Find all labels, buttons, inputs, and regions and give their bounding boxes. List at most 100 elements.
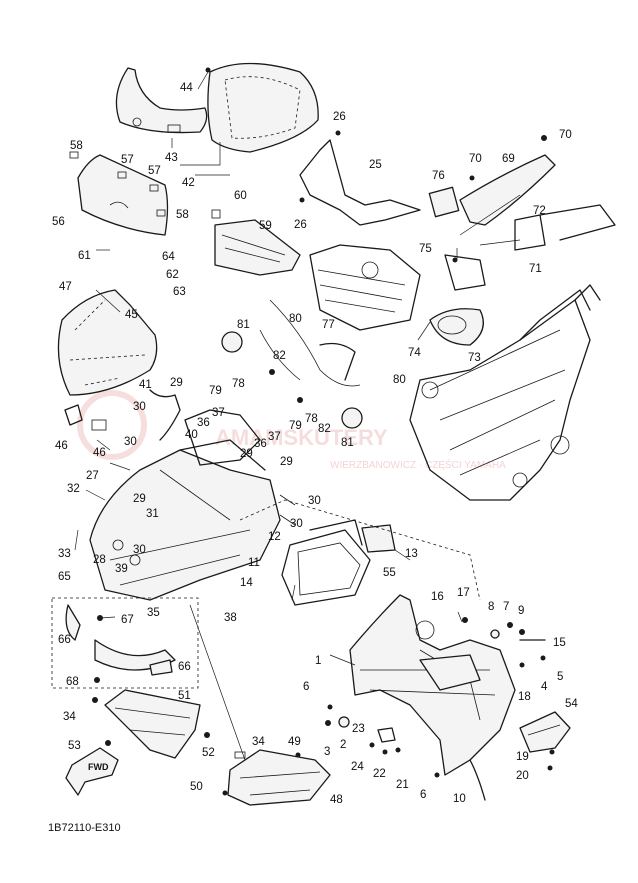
callout-80b: 80: [393, 374, 406, 386]
callout-34b: 34: [252, 736, 265, 748]
callout-76: 76: [432, 170, 445, 182]
callout-57b: 57: [148, 165, 161, 177]
callout-29c: 29: [280, 456, 293, 468]
side-part-box: [51, 597, 199, 689]
callout-46a: 46: [55, 440, 68, 452]
callout-65: 65: [58, 571, 71, 583]
callout-31: 31: [146, 508, 159, 520]
grommet-group: [221, 331, 363, 429]
fasteners-group: [325, 617, 546, 778]
callout-63: 63: [173, 286, 186, 298]
callout-62: 62: [166, 269, 179, 281]
callout-23: 23: [352, 723, 365, 735]
fwd-label: FWD: [88, 762, 109, 772]
callout-14: 14: [240, 577, 253, 589]
callout-25: 25: [369, 159, 382, 171]
diagram-code: 1B72110-E310: [48, 822, 121, 834]
callout-16: 16: [431, 591, 444, 603]
callout-22: 22: [373, 768, 386, 780]
callout-82b: 82: [318, 423, 331, 435]
callout-11: 11: [248, 557, 260, 569]
callout-30a: 30: [133, 401, 146, 413]
callout-8: 8: [488, 601, 494, 613]
callout-54: 54: [565, 698, 578, 710]
callout-78b: 78: [305, 413, 318, 425]
callout-69: 69: [502, 153, 515, 165]
lower-screen-group: [57, 289, 158, 431]
callout-57a: 57: [121, 154, 134, 166]
grip-group: [428, 135, 616, 346]
callout-64: 64: [162, 251, 175, 263]
leader-lines: [74, 174, 521, 666]
callout-13: 13: [405, 548, 418, 560]
callout-73: 73: [468, 352, 481, 364]
callout-3: 3: [324, 746, 330, 758]
callout-58b: 58: [176, 209, 189, 221]
callout-47: 47: [59, 281, 72, 293]
leg-shield-group: [349, 594, 516, 801]
callout-5: 5: [557, 671, 563, 683]
callout-12: 12: [268, 531, 281, 543]
callout-70b: 70: [469, 153, 482, 165]
small-parts-group: [369, 727, 401, 755]
callout-1: 1: [315, 655, 321, 667]
callout-43: 43: [165, 152, 178, 164]
watermark-main: AMAMSKUTERY: [215, 425, 388, 450]
windscreen-group: [115, 62, 319, 166]
callout-50: 50: [190, 781, 203, 793]
callout-60: 60: [234, 190, 247, 202]
callout-18: 18: [518, 691, 531, 703]
callout-36a: 36: [197, 417, 210, 429]
callout-24: 24: [351, 761, 364, 773]
callout-66b: 66: [178, 661, 191, 673]
callout-6b: 6: [420, 789, 426, 801]
callout-15: 15: [553, 637, 566, 649]
meter-frame-group: [309, 244, 421, 331]
callout-17: 17: [457, 587, 470, 599]
callout-9: 9: [518, 605, 524, 617]
callout-66a: 66: [58, 634, 71, 646]
callout-2: 2: [340, 739, 346, 751]
callout-38: 38: [224, 612, 237, 624]
callout-44: 44: [180, 82, 193, 94]
callout-19: 19: [516, 751, 529, 763]
visor-group: [69, 151, 169, 236]
callout-27: 27: [86, 470, 99, 482]
callout-26b: 26: [294, 219, 307, 231]
callout-55: 55: [383, 567, 396, 579]
callout-58a: 58: [70, 140, 83, 152]
callout-51: 51: [178, 690, 191, 702]
callout-81a: 81: [237, 319, 250, 331]
callout-36b: 36: [254, 438, 267, 450]
callout-72: 72: [533, 205, 546, 217]
callout-78a: 78: [232, 378, 245, 390]
callout-81b: 81: [341, 437, 354, 449]
watermark-sub: WIERZBANOWICZ · CZĘŚCI YAMAHA: [330, 458, 506, 471]
fwd-arrow: FWD: [65, 747, 119, 796]
callout-30e: 30: [133, 544, 146, 556]
under-cover-group: [92, 689, 210, 759]
callout-32: 32: [67, 483, 80, 495]
callout-37a: 37: [212, 407, 225, 419]
main-frame-group: [409, 284, 601, 501]
callout-20: 20: [516, 770, 529, 782]
callout-74: 74: [408, 347, 421, 359]
front-cover-group: [89, 439, 296, 601]
callout-30b: 30: [124, 436, 137, 448]
callout-82a: 82: [273, 350, 286, 362]
callout-49: 49: [288, 736, 301, 748]
callout-28: 28: [93, 554, 106, 566]
callout-45: 45: [125, 309, 138, 321]
callout-34a: 34: [63, 711, 76, 723]
callout-56: 56: [52, 216, 65, 228]
light-group: [239, 499, 481, 606]
callout-26a: 26: [333, 111, 346, 123]
callout-4: 4: [541, 681, 548, 693]
callout-71: 71: [529, 263, 542, 275]
callout-75: 75: [419, 243, 432, 255]
callout-48: 48: [330, 794, 343, 806]
callout-37b: 37: [268, 431, 281, 443]
callout-67: 67: [121, 614, 134, 626]
callout-70a: 70: [559, 129, 572, 141]
